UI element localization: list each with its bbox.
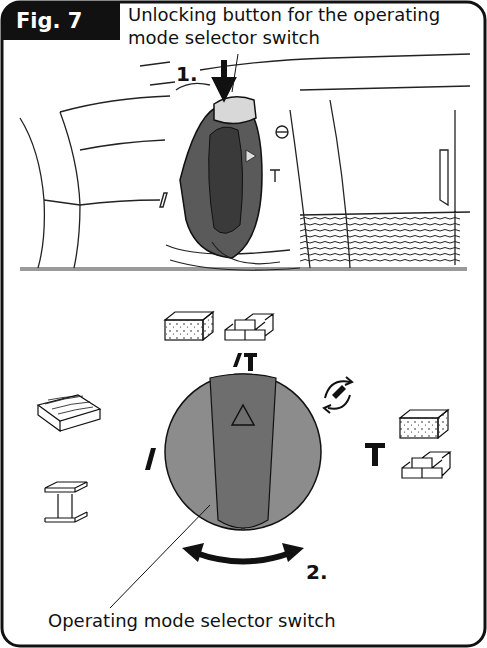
unlocking-button	[214, 97, 256, 124]
leader-line	[232, 54, 238, 92]
mode-symbols	[145, 353, 385, 470]
drill-housing	[20, 54, 470, 268]
rotate-arrow	[182, 543, 304, 562]
press-arrow	[216, 60, 232, 96]
figure-number: Fig. 7	[16, 9, 82, 33]
mode-dial	[165, 374, 321, 530]
chisel-rotate-symbol	[324, 377, 352, 413]
selector-knob	[170, 97, 300, 270]
part-label: Operating mode selector switch	[48, 610, 448, 633]
part-label: Unlocking button for the operating mode …	[128, 4, 468, 49]
material-icons	[38, 312, 450, 522]
figure-tab: Fig. 7	[2, 2, 120, 40]
leader-line	[110, 505, 210, 608]
callout-number: 2.	[306, 560, 346, 585]
callout-number: 1.	[176, 62, 216, 87]
